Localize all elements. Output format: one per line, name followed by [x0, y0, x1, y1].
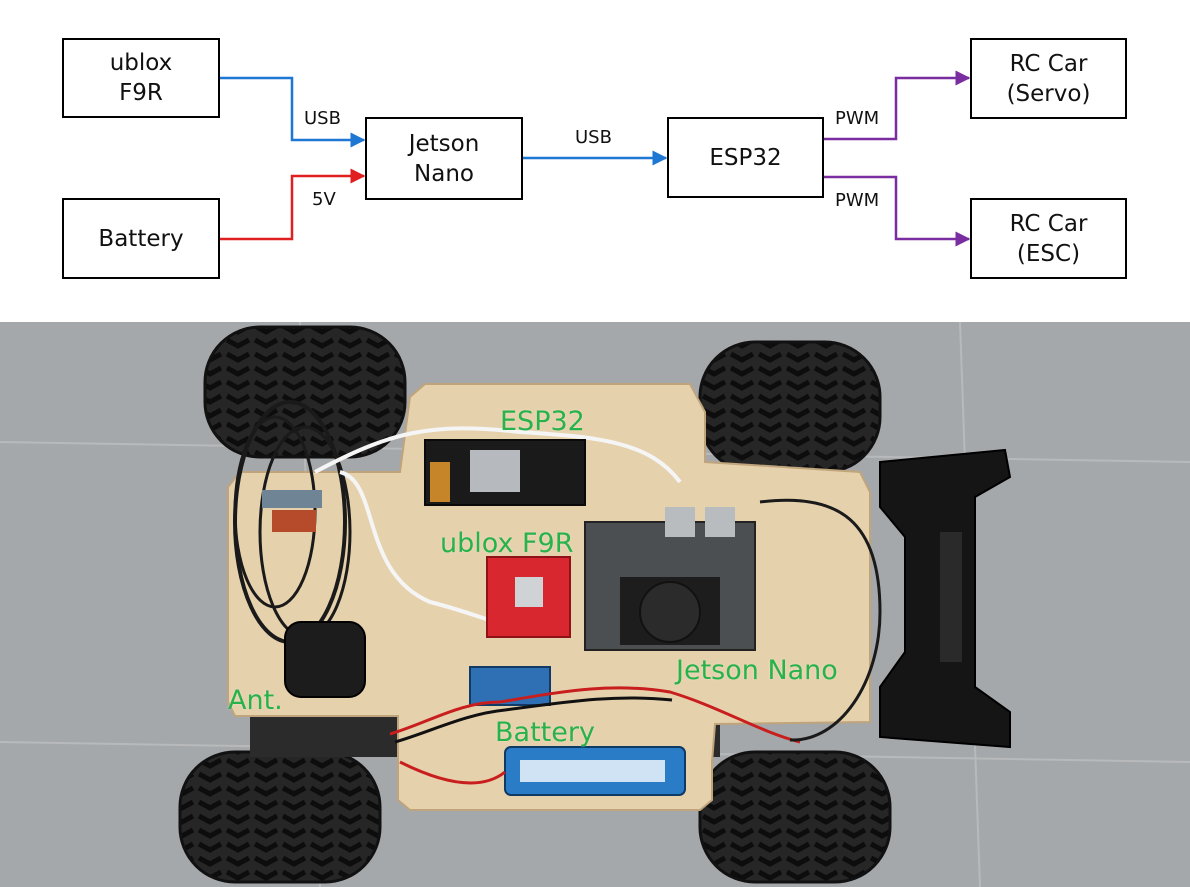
- photo-label-jetson: Jetson Nano: [676, 655, 838, 686]
- edge-label-usb-esp32: USB: [575, 127, 612, 148]
- wheel-front-left: [205, 327, 405, 457]
- node-rc-car-esc: RC Car (ESC): [970, 198, 1127, 279]
- edge-battery-to-jetson: [219, 176, 364, 239]
- photo-label-ublox: ublox F9R: [440, 528, 573, 559]
- edge-label-5v: 5V: [312, 189, 336, 210]
- rc-car-illustration: [0, 322, 1190, 887]
- node-jetson-nano: Jetson Nano: [365, 117, 523, 200]
- edge-ublox-to-jetson: [219, 78, 364, 140]
- node-battery: Battery: [62, 198, 220, 279]
- rc-car-photo: ESP32 ublox F9R Jetson Nano Ant. Battery: [0, 322, 1190, 887]
- edge-label-pwm-servo: PWM: [835, 108, 879, 129]
- wheel-front-right: [700, 342, 880, 472]
- wheel-rear-right: [700, 752, 890, 882]
- node-ublox-f9r: ublox F9R: [62, 38, 220, 118]
- photo-label-battery: Battery: [495, 717, 595, 748]
- node-esp32: ESP32: [667, 117, 824, 198]
- edge-label-pwm-esc: PWM: [835, 190, 879, 211]
- block-diagram: ublox F9R Battery Jetson Nano ESP32 RC C…: [0, 0, 1190, 300]
- photo-label-antenna: Ant.: [228, 685, 283, 716]
- wheel-rear-left: [180, 752, 380, 882]
- edge-label-usb-ublox: USB: [304, 108, 341, 129]
- node-rc-car-servo: RC Car (Servo): [970, 38, 1127, 119]
- photo-label-esp32: ESP32: [500, 406, 585, 437]
- gps-antenna-puck: [285, 622, 365, 697]
